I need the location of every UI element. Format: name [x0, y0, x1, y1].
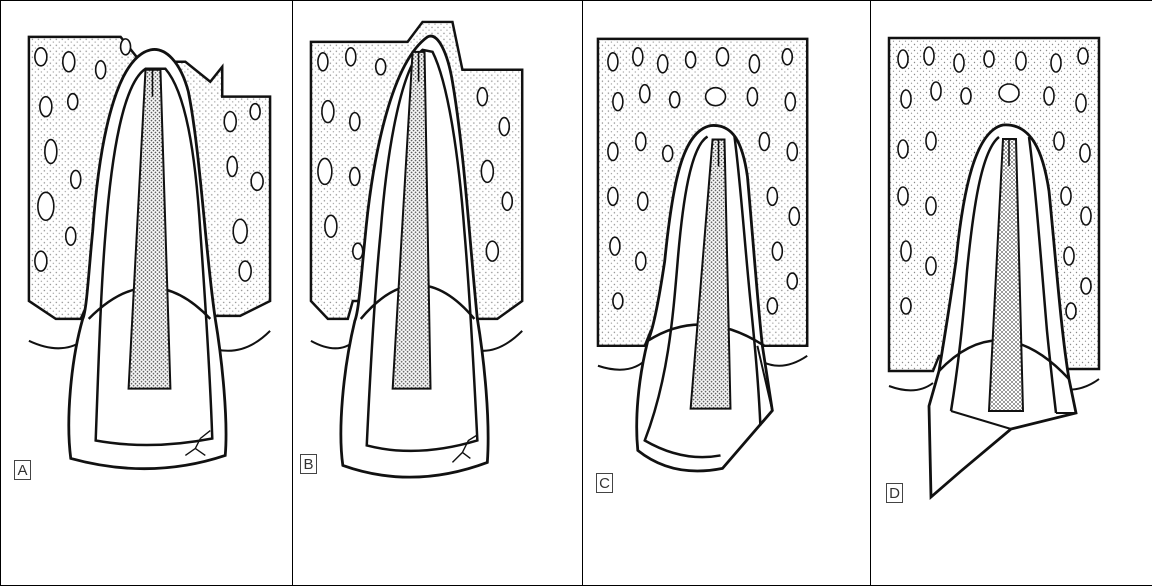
- panel-d: D: [871, 1, 1152, 585]
- panel-a: A: [1, 1, 293, 585]
- panel-label-b: B: [300, 454, 317, 474]
- panel-a-drawing: [1, 1, 292, 585]
- panel-b-drawing: [293, 1, 582, 585]
- panel-c-drawing: [583, 1, 870, 585]
- panel-label-c: C: [596, 473, 613, 493]
- panel-label-a: A: [14, 460, 31, 480]
- panel-b: B: [293, 1, 583, 585]
- panel-d-drawing: [871, 1, 1152, 585]
- panel-c: C: [583, 1, 871, 585]
- panel-label-d: D: [886, 483, 903, 503]
